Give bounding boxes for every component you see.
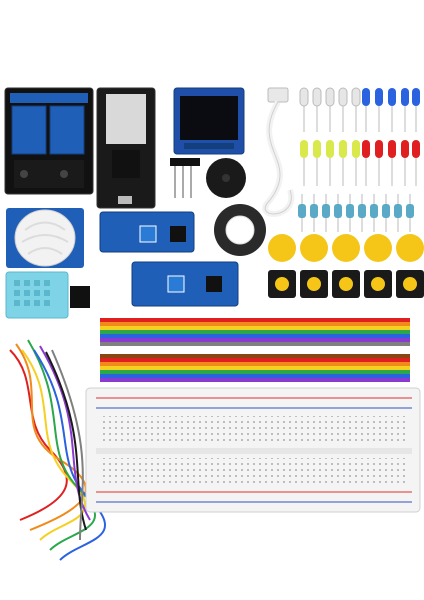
sensor-module-bottom: [131, 261, 239, 307]
tactile-buttons: [268, 270, 424, 298]
led-row-blue: [362, 88, 420, 106]
led-row-clear: [299, 87, 361, 107]
oled-display: [173, 87, 245, 155]
jumper-ribbon-top: [100, 318, 410, 346]
pir-sensor: [6, 208, 84, 268]
led-row-yellow: [300, 140, 360, 158]
sensor-module-top: [99, 211, 195, 253]
header-pins: [170, 158, 200, 198]
breadboard: [85, 387, 421, 513]
esp32-board: [96, 87, 156, 209]
led-row-red: [362, 140, 420, 158]
button-caps: [268, 234, 424, 262]
usb-cable: [262, 87, 295, 217]
jumper-ribbon-bottom: [100, 354, 410, 382]
loose-jumper-wires: [9, 339, 106, 561]
dht11-sensor: [5, 271, 90, 319]
passive-buzzer: [214, 204, 266, 256]
resistors: [298, 194, 414, 232]
leds: [299, 87, 420, 186]
active-buzzer: [206, 158, 246, 198]
relay-module: [4, 87, 94, 195]
